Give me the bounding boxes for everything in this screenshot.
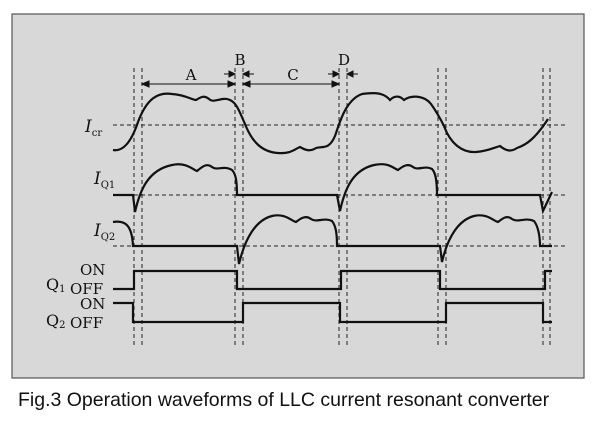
q1-off-label: OFF bbox=[70, 280, 103, 298]
icr-waveform bbox=[112, 92, 549, 155]
q2-label: Q2 bbox=[46, 311, 66, 331]
icr-label: Icr bbox=[84, 117, 102, 139]
iq1-waveform bbox=[113, 163, 553, 215]
q2-gate-waveform bbox=[113, 301, 552, 324]
q2-on-label: ON bbox=[80, 295, 105, 313]
q1-gate-waveform bbox=[113, 269, 552, 291]
q1-on-label: ON bbox=[80, 261, 105, 279]
iq2-label: IQ2 bbox=[93, 221, 115, 243]
phase-label-c: C bbox=[287, 66, 298, 84]
iq1-label: IQ1 bbox=[93, 169, 115, 191]
phase-label-a: A bbox=[185, 66, 197, 84]
phase-label-b: B bbox=[234, 51, 245, 69]
q1-label: Q1 bbox=[46, 275, 66, 295]
phase-arrows bbox=[140, 70, 358, 88]
figure-caption: Fig.3 Operation waveforms of LLC current… bbox=[18, 389, 550, 411]
phase-label-d: D bbox=[338, 51, 350, 69]
iq2-waveform bbox=[112, 214, 552, 265]
q2-off-label: OFF bbox=[70, 314, 103, 332]
